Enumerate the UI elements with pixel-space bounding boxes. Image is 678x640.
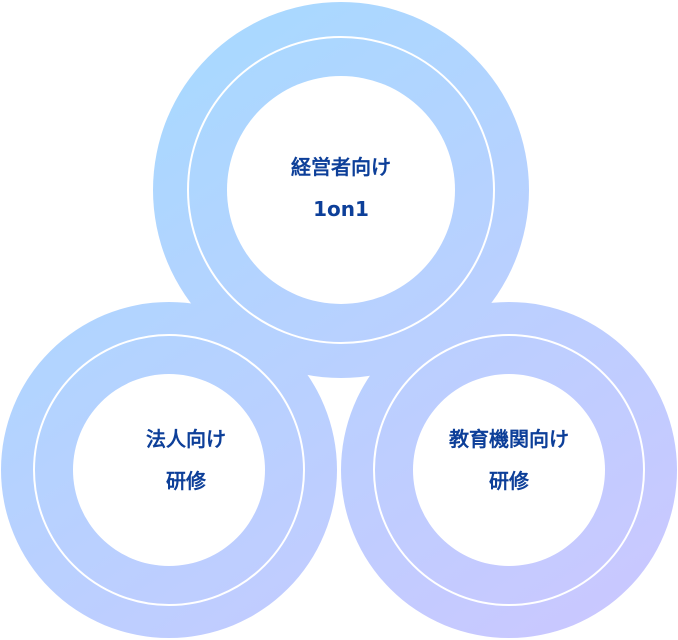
top-circle-label: 経営者向け 1on1 <box>231 146 451 230</box>
top-thin-ring <box>187 36 495 344</box>
top-label-line2: 1on1 <box>313 197 369 221</box>
left-inner-circle <box>73 374 265 566</box>
left-thin-ring <box>33 334 305 606</box>
top-inner-circle <box>227 76 455 304</box>
right-label-line2: 研修 <box>489 469 529 493</box>
left-circle-label: 法人向け 研修 <box>76 418 296 502</box>
left-label-line2: 研修 <box>166 469 206 493</box>
right-label-line1: 教育機関向け <box>449 427 569 451</box>
top-label-line1: 経営者向け <box>291 155 391 179</box>
right-circle-label: 教育機関向け 研修 <box>399 418 619 502</box>
right-thin-ring <box>373 334 645 606</box>
left-label-line1: 法人向け <box>146 427 226 451</box>
right-inner-circle <box>413 374 605 566</box>
